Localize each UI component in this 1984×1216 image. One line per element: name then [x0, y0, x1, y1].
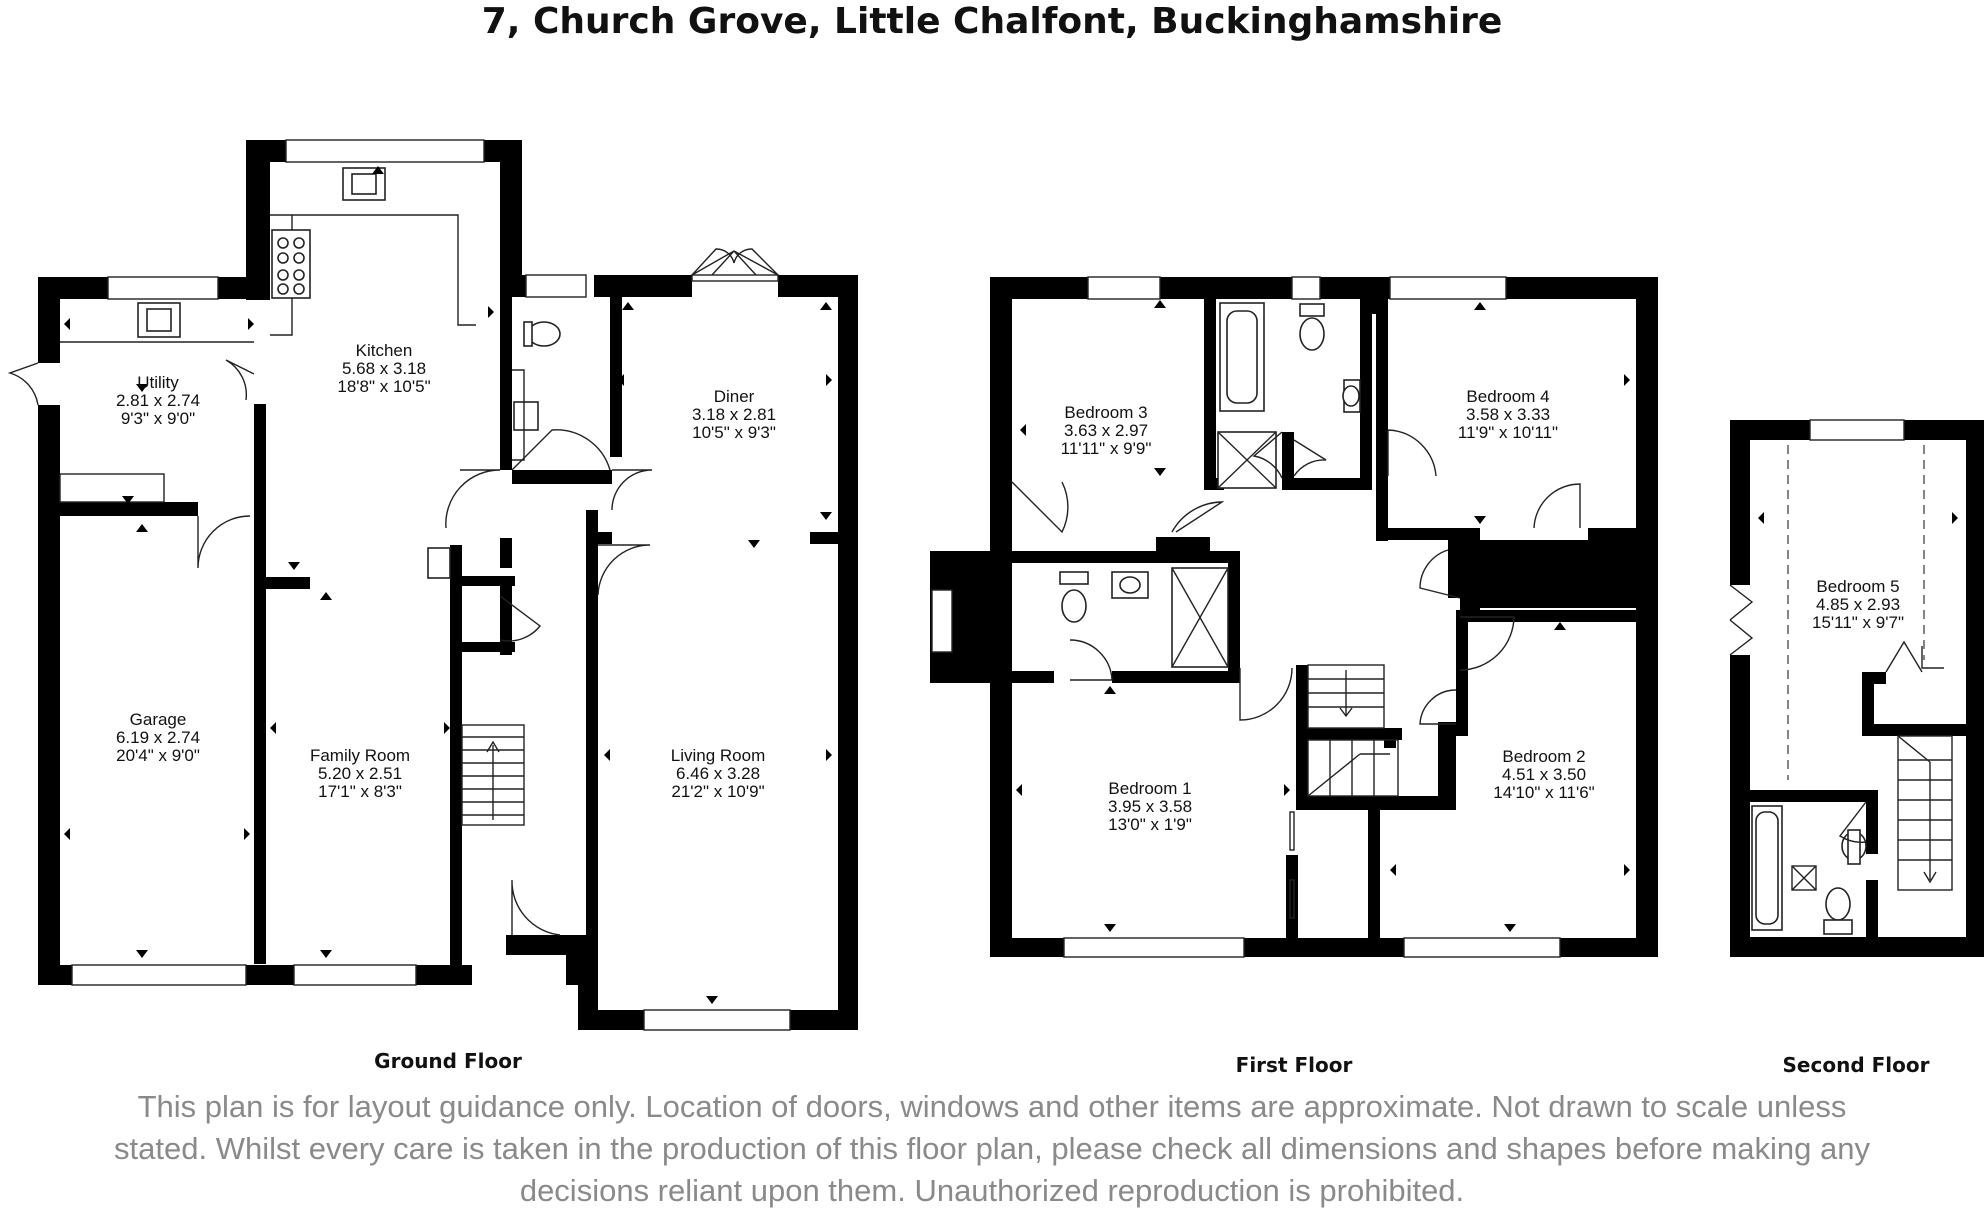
- svg-text:14'10" x 11'6": 14'10" x 11'6": [1493, 783, 1594, 802]
- disclaimer-line-3: decisions reliant upon them. Unauthorize…: [519, 1173, 1465, 1208]
- bedroom1-name: Bedroom 1: [1108, 779, 1191, 798]
- diner-metric: 3.18 x 2.81: [692, 405, 776, 424]
- svg-text:Bedroom 3: Bedroom 3: [1064, 403, 1147, 422]
- bedroom3-metric: 3.63 x 2.97: [1064, 421, 1148, 440]
- utility-metric: 2.81 x 2.74: [116, 391, 200, 410]
- garage-metric: 6.19 x 2.74: [116, 728, 200, 747]
- svg-text:3.63 x 2.97: 3.63 x 2.97: [1064, 421, 1148, 440]
- bedroom2-imperial: 14'10" x 11'6": [1493, 783, 1594, 802]
- first-floor-label: First Floor: [1236, 1053, 1353, 1077]
- svg-text:Family Room: Family Room: [310, 746, 410, 765]
- kitchen-metric: 5.68 x 3.18: [342, 359, 426, 378]
- bedroom4-name: Bedroom 4: [1466, 387, 1549, 406]
- ground-floor-plan: [7, 139, 858, 1031]
- garage-name: Garage: [130, 710, 187, 729]
- room-labels: Utility 2.81 x 2.74 9'3" x 9'0" Kitchen …: [116, 341, 1904, 834]
- second-floor-plan: [1729, 419, 1984, 957]
- svg-text:5.68 x 3.18: 5.68 x 3.18: [342, 359, 426, 378]
- svg-text:Diner: Diner: [714, 387, 755, 406]
- svg-text:3.58 x 3.33: 3.58 x 3.33: [1466, 405, 1550, 424]
- bedroom3-name: Bedroom 3: [1064, 403, 1147, 422]
- svg-text:13'0" x 1'9": 13'0" x 1'9": [1108, 815, 1192, 834]
- svg-text:2.81 x 2.74: 2.81 x 2.74: [116, 391, 200, 410]
- garage-imperial: 20'4" x 9'0": [116, 746, 200, 765]
- svg-text:3.18 x 2.81: 3.18 x 2.81: [692, 405, 776, 424]
- svg-text:5.20 x 2.51: 5.20 x 2.51: [318, 764, 402, 783]
- svg-text:11'9" x 10'11": 11'9" x 10'11": [1458, 423, 1558, 442]
- diner-name: Diner: [714, 387, 755, 406]
- svg-text:Garage: Garage: [130, 710, 187, 729]
- bedroom2-name: Bedroom 2: [1502, 747, 1585, 766]
- living-room-name: Living Room: [671, 746, 766, 765]
- svg-text:10'5" x 9'3": 10'5" x 9'3": [692, 423, 776, 442]
- utility-imperial: 9'3" x 9'0": [121, 409, 195, 428]
- family-room-metric: 5.20 x 2.51: [318, 764, 402, 783]
- svg-text:Bedroom 5: Bedroom 5: [1816, 577, 1899, 596]
- bedroom5-metric: 4.85 x 2.93: [1816, 595, 1900, 614]
- living-room-imperial: 21'2" x 10'9": [671, 782, 764, 801]
- first-floor-plan: [930, 276, 1658, 958]
- svg-text:Bedroom 2: Bedroom 2: [1502, 747, 1585, 766]
- svg-text:21'2" x 10'9": 21'2" x 10'9": [671, 782, 764, 801]
- family-room-name: Family Room: [310, 746, 410, 765]
- family-room-imperial: 17'1" x 8'3": [318, 782, 402, 801]
- diner-imperial: 10'5" x 9'3": [692, 423, 776, 442]
- svg-text:6.19 x 2.74: 6.19 x 2.74: [116, 728, 200, 747]
- disclaimer-line-1: This plan is for layout guidance only. L…: [137, 1089, 1847, 1124]
- svg-text:11'11" x 9'9": 11'11" x 9'9": [1061, 439, 1152, 458]
- svg-text:Utility: Utility: [137, 373, 179, 392]
- svg-text:Bedroom 4: Bedroom 4: [1466, 387, 1549, 406]
- plan-title: 7, Church Grove, Little Chalfont, Buckin…: [481, 1, 1503, 42]
- bedroom4-metric: 3.58 x 3.33: [1466, 405, 1550, 424]
- bedroom5-imperial: 15'11" x 9'7": [1812, 613, 1904, 632]
- second-floor-label: Second Floor: [1783, 1053, 1930, 1077]
- svg-text:20'4" x 9'0": 20'4" x 9'0": [116, 746, 200, 765]
- bedroom1-metric: 3.95 x 3.58: [1108, 797, 1192, 816]
- bedroom2-metric: 4.51 x 3.50: [1502, 765, 1586, 784]
- floor-labels: Ground Floor First Floor Second Floor: [374, 1049, 1929, 1077]
- bedroom5-name: Bedroom 5: [1816, 577, 1899, 596]
- living-room-metric: 6.46 x 3.28: [676, 764, 760, 783]
- svg-text:18'8" x 10'5": 18'8" x 10'5": [337, 377, 430, 396]
- svg-text:6.46 x 3.28: 6.46 x 3.28: [676, 764, 760, 783]
- utility-name: Utility: [137, 373, 179, 392]
- svg-text:15'11" x 9'7": 15'11" x 9'7": [1812, 613, 1904, 632]
- bedroom4-imperial: 11'9" x 10'11": [1458, 423, 1558, 442]
- svg-text:4.85 x 2.93: 4.85 x 2.93: [1816, 595, 1900, 614]
- svg-text:17'1" x 8'3": 17'1" x 8'3": [318, 782, 402, 801]
- bedroom3-imperial: 11'11" x 9'9": [1061, 439, 1152, 458]
- ground-floor-label: Ground Floor: [374, 1049, 522, 1073]
- disclaimer-line-2: stated. Whilst every care is taken in th…: [114, 1131, 1870, 1166]
- disclaimer-text: This plan is for layout guidance only. L…: [40, 1086, 1944, 1212]
- svg-text:Bedroom 1: Bedroom 1: [1108, 779, 1191, 798]
- svg-text:9'3" x 9'0": 9'3" x 9'0": [121, 409, 195, 428]
- svg-text:Living Room: Living Room: [671, 746, 766, 765]
- bedroom1-imperial: 13'0" x 1'9": [1108, 815, 1192, 834]
- svg-text:4.51 x 3.50: 4.51 x 3.50: [1502, 765, 1586, 784]
- kitchen-imperial: 18'8" x 10'5": [337, 377, 430, 396]
- svg-text:3.95 x 3.58: 3.95 x 3.58: [1108, 797, 1192, 816]
- svg-text:Kitchen: Kitchen: [356, 341, 413, 360]
- kitchen-name: Kitchen: [356, 341, 413, 360]
